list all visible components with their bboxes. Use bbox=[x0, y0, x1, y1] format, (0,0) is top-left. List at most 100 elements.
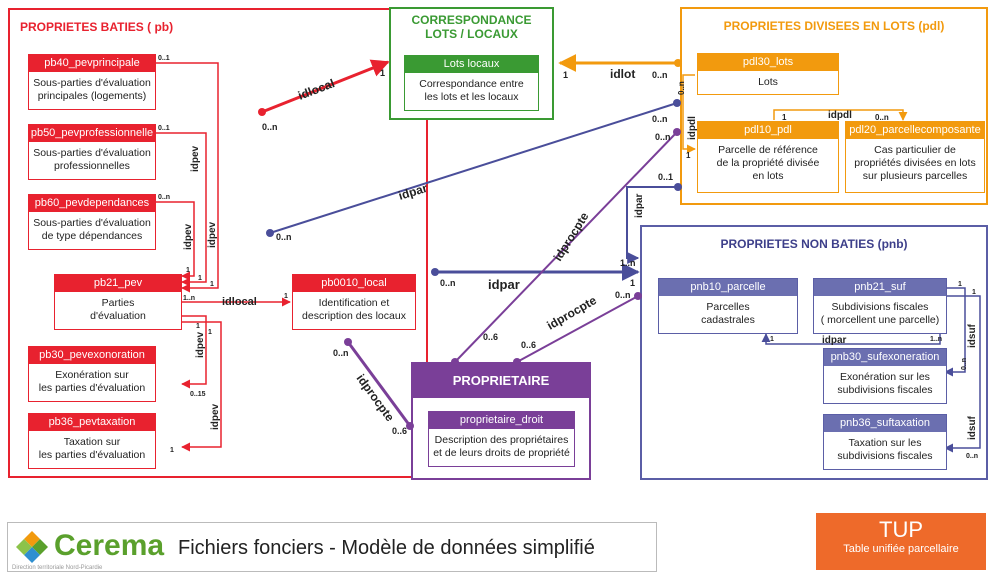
card-pdl10-1: 1 bbox=[686, 151, 691, 160]
card-pb21-1b: 1 bbox=[198, 275, 202, 282]
label-idsuf-1: idsuf bbox=[967, 323, 978, 348]
card-pnb30-0n: 0..n bbox=[961, 358, 968, 370]
card-pnb10-1: 1 bbox=[770, 336, 774, 343]
link-idpar-diag-a bbox=[673, 99, 681, 107]
table-desc: propriétés divisées en lots bbox=[854, 157, 976, 169]
table-pb40-pevprincipale[interactable]: pb40_pevprincipale Sous-parties d'évalua… bbox=[28, 54, 156, 110]
link-pb40-pb21 bbox=[156, 62, 219, 293]
table-pnb21-suf[interactable]: pnb21_suf Subdivisions fiscales( morcell… bbox=[813, 278, 947, 334]
group-title-proprietaire: PROPRIETAIRE bbox=[452, 373, 550, 388]
card-pb36-1b: 1 bbox=[170, 447, 174, 454]
table-pb60-pevdependances[interactable]: pb60_pevdependances Sous-parties d'évalu… bbox=[28, 194, 156, 250]
link-idpar-mid-origin bbox=[431, 268, 439, 276]
table-name: pnb36_suftaxation bbox=[824, 415, 946, 432]
table-pb50-pevprofessionnelle[interactable]: pb50_pevprofessionnelle Sous-parties d'é… bbox=[28, 124, 156, 180]
table-name: Lots locaux bbox=[405, 56, 538, 73]
table-desc: en lots bbox=[752, 170, 784, 182]
table-name: pdl30_lots bbox=[698, 54, 838, 71]
table-name: pdl20_parcellecomposante bbox=[846, 122, 984, 139]
table-desc: Identification et bbox=[318, 297, 390, 309]
table-name: pnb30_sufexoneration bbox=[824, 349, 946, 366]
link-idpar-diag bbox=[269, 102, 678, 234]
card-pdl20-1: 1 bbox=[782, 113, 787, 122]
card-pb21-1a: 1 bbox=[186, 267, 190, 274]
card-pnb36-0n: 0..n bbox=[966, 453, 978, 460]
group-title-pnb: PROPRIETES NON BATIES (pnb) bbox=[720, 237, 908, 251]
label-idlocal-mid: idlocal bbox=[222, 296, 257, 308]
label-idpev-2: idpev bbox=[207, 221, 218, 248]
table-pdl20-parcellecomposante[interactable]: pdl20_parcellecomposante Cas particulier… bbox=[845, 121, 985, 193]
table-desc: professionnelles bbox=[54, 160, 130, 172]
label-idprocpte-mid: idprocpte bbox=[545, 293, 600, 333]
label-idpev-1: idpev bbox=[190, 145, 201, 172]
link-idprocpte-low-a bbox=[344, 338, 352, 346]
tup-subtitle: Table unifiée parcellaire bbox=[843, 543, 959, 555]
card-idlocal-0n: 0..n bbox=[262, 122, 278, 132]
label-idpar-mid: idpar bbox=[488, 277, 520, 292]
label-idpev-5: idpev bbox=[210, 403, 221, 430]
link-idprocpte-mid bbox=[516, 295, 639, 363]
link-pb21-pb30 bbox=[181, 315, 207, 389]
label-idpdl-vertical: idpdl bbox=[687, 116, 698, 140]
link-idprocpte-diag bbox=[454, 131, 678, 363]
table-desc: Sous-parties d'évaluation bbox=[33, 77, 151, 89]
table-proprietaire-droit[interactable]: proprietaire_droit Description des propr… bbox=[428, 411, 575, 467]
link-pb60-pb21 bbox=[156, 201, 195, 281]
table-desc: Lots bbox=[758, 76, 778, 88]
card-pnb30-1: 1 bbox=[958, 281, 962, 288]
card-pdl20-0n: 0..n bbox=[875, 113, 889, 122]
card-idprocpte-mid-06: 0..6 bbox=[521, 340, 536, 350]
label-idpar-diag: idpar bbox=[397, 181, 429, 203]
table-desc: et de leurs droits de propriété bbox=[433, 447, 570, 459]
link-idpar-vert-origin bbox=[674, 183, 682, 191]
table-name: proprietaire_droit bbox=[429, 412, 574, 429]
link-pb21-pb36 bbox=[181, 321, 222, 452]
card-idprocpte-low-0n: 0..n bbox=[333, 348, 349, 358]
card-pdl30-0n: 0..n bbox=[677, 81, 686, 95]
card-pb21-1c: 1 bbox=[210, 281, 214, 288]
group-proprietes-non-baties: PROPRIETES NON BATIES (pnb) bbox=[640, 225, 988, 480]
card-pnb21-1n: 1..n bbox=[930, 336, 942, 343]
link-idprocpte-low bbox=[346, 341, 412, 427]
table-name: pnb10_parcelle bbox=[659, 279, 797, 296]
label-idpar-pnb: idpar bbox=[822, 335, 847, 346]
table-name: pb0010_local bbox=[293, 275, 415, 292]
group-title-pb: PROPRIETES BATIES ( pb) bbox=[20, 20, 174, 34]
table-pdl30-lots[interactable]: pdl30_lots Lots bbox=[697, 53, 839, 95]
table-name: pb50_pevprofessionnelle bbox=[29, 125, 155, 142]
link-idprocpte-low-b bbox=[406, 422, 414, 430]
card-idpar-diag-0n-a: 0..n bbox=[652, 114, 668, 124]
table-desc: les parties d'évaluation bbox=[38, 449, 146, 461]
table-desc: Description des propriétaires bbox=[434, 434, 569, 446]
label-idsuf-2: idsuf bbox=[967, 415, 978, 440]
link-idprocpte-mid-a bbox=[513, 358, 521, 366]
card-idpar-vert-01: 0..1 bbox=[658, 172, 673, 182]
group-title-cor-line1: CORRESPONDANCE bbox=[411, 13, 532, 27]
label-idlot: idlot bbox=[610, 67, 635, 81]
link-idpar-vert bbox=[626, 186, 678, 264]
card-idlot-1: 1 bbox=[563, 70, 568, 80]
label-idprocpte-diag: idprocpte bbox=[551, 210, 592, 264]
link-pb50-pb21 bbox=[156, 132, 207, 287]
card-idpar-mid-1: 1 bbox=[630, 278, 635, 288]
table-pnb30-sufexoneration[interactable]: pnb30_sufexoneration Exonération sur les… bbox=[823, 348, 947, 404]
card-idlocal-mid-1n: 1..n bbox=[183, 295, 195, 302]
link-pdl30-pdl10 bbox=[682, 74, 696, 154]
card-pnb36-1: 1 bbox=[972, 289, 976, 296]
card-idpar-vert-1n: 1..n bbox=[620, 258, 636, 268]
table-desc: principales (logements) bbox=[37, 90, 147, 102]
card-idlocal-1: 1 bbox=[380, 68, 385, 78]
link-pnb21-pnb36 bbox=[944, 295, 981, 453]
table-desc: subdivisions fiscales bbox=[837, 450, 933, 462]
table-name: pb36_pevtaxation bbox=[29, 414, 155, 431]
card-pb50-01: 0..1 bbox=[158, 125, 170, 132]
table-desc: Cas particulier de bbox=[874, 144, 956, 156]
